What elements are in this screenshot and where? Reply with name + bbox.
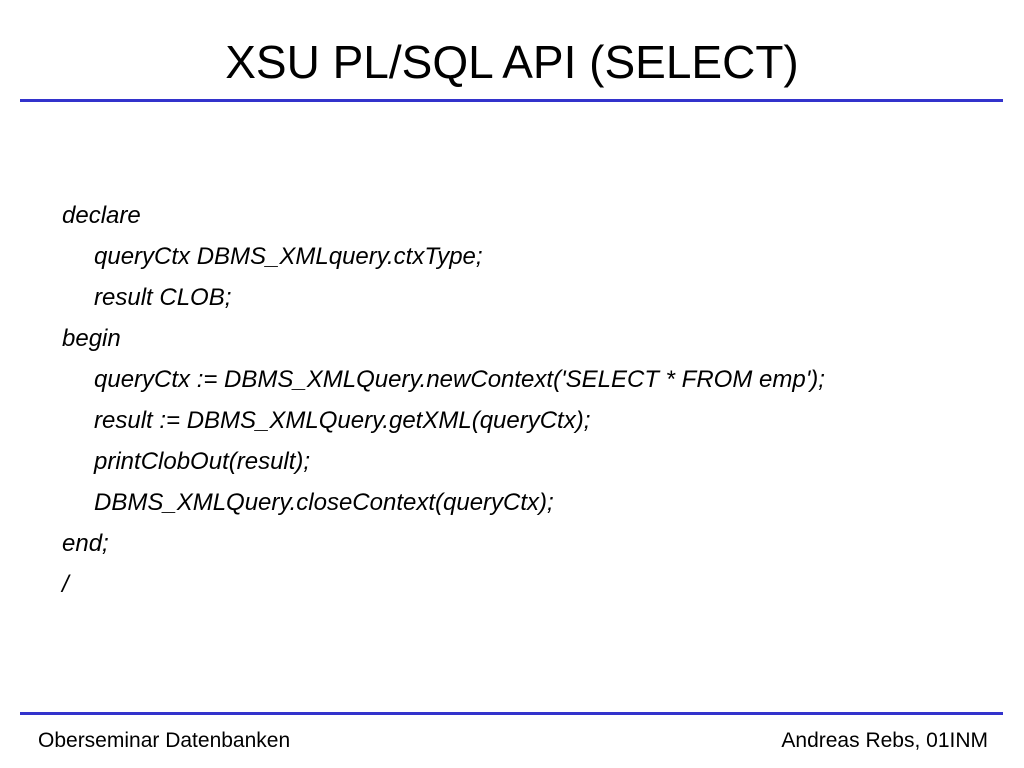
code-line: queryCtx := DBMS_XMLQuery.newContext('SE… bbox=[94, 366, 825, 393]
code-block: declare queryCtx DBMS_XMLquery.ctxType; … bbox=[62, 195, 1002, 605]
footer-divider bbox=[20, 712, 1003, 715]
code-line: DBMS_XMLQuery.closeContext(queryCtx); bbox=[94, 489, 554, 516]
code-line: end; bbox=[62, 530, 109, 557]
code-line: declare bbox=[62, 202, 141, 229]
code-line: printClobOut(result); bbox=[94, 448, 311, 475]
code-line: result CLOB; bbox=[94, 284, 232, 311]
code-line: queryCtx DBMS_XMLquery.ctxType; bbox=[94, 243, 483, 270]
footer-course-name: Oberseminar Datenbanken bbox=[38, 729, 291, 752]
code-line: result := DBMS_XMLQuery.getXML(queryCtx)… bbox=[94, 407, 591, 434]
slide-title: XSU PL/SQL API (SELECT) bbox=[225, 36, 799, 88]
code-line: begin bbox=[62, 325, 121, 352]
code-line: / bbox=[62, 571, 69, 598]
footer-author: Andreas Rebs, 01INM bbox=[781, 729, 988, 752]
title-divider bbox=[20, 99, 1003, 102]
